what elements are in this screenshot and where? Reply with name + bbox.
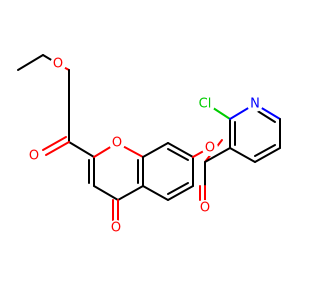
atom-bg-o-ester-double <box>26 148 42 164</box>
atom-bg-o-carbonyl-right <box>197 200 213 216</box>
bond-benzene-c8a-c8 <box>142 142 169 158</box>
bond-pyridine-c4-c3 <box>229 147 256 163</box>
atom-cl-substituent: Cl <box>199 97 212 112</box>
atom-o-aryl-ester: O <box>205 141 215 156</box>
molecule-diagram: O O O O O O N Cl <box>17 54 281 236</box>
atom-bg-n-pyridine <box>247 96 263 112</box>
atom-bg-o-ring <box>109 135 125 151</box>
bond-pyridine-c5-c4 <box>254 147 281 163</box>
bond-benzene-c5-c4a <box>142 185 169 201</box>
bond-ester-carbonyl-to-ring <box>68 141 95 158</box>
atom-bg-o-ketone <box>108 220 124 236</box>
atom-o-ketone: O <box>111 221 121 236</box>
atom-o-ring: O <box>112 136 122 151</box>
atom-label-layer: O O O O O O N Cl <box>26 56 263 236</box>
bond-pyridine-n-c6-inner <box>255 109 276 123</box>
bond-benzene-c8-c7 <box>167 142 194 158</box>
atom-bg-o-aryl-ester <box>202 140 218 156</box>
bond-layer <box>17 54 281 226</box>
bond-pyranone-c3-c4 <box>93 185 119 201</box>
bond-pyridine-c5-c4-inner <box>254 144 276 157</box>
atom-n-pyridine: N <box>250 97 260 112</box>
atom-bg-cl-substituent <box>195 94 215 114</box>
bond-carbonyl-to-pyridine <box>204 147 231 163</box>
atom-o-carbonyl-right: O <box>200 201 210 216</box>
bond-ethyl-c1-c2 <box>17 54 44 71</box>
atom-bg-o-ester-single <box>50 56 66 72</box>
bond-benzene-c8-c7-inner <box>167 148 189 161</box>
atom-o-ester-single: O <box>53 57 63 72</box>
bond-ester-carbonyl-double-b <box>42 136 67 151</box>
bond-pyranone-c4-c4a <box>117 185 144 201</box>
bond-ester-carbonyl-double-a <box>45 141 70 156</box>
bond-benzene-c6-c5-inner <box>167 182 189 195</box>
atom-o-ester-double: O <box>29 149 39 164</box>
bond-benzene-c6-c5 <box>167 185 194 201</box>
